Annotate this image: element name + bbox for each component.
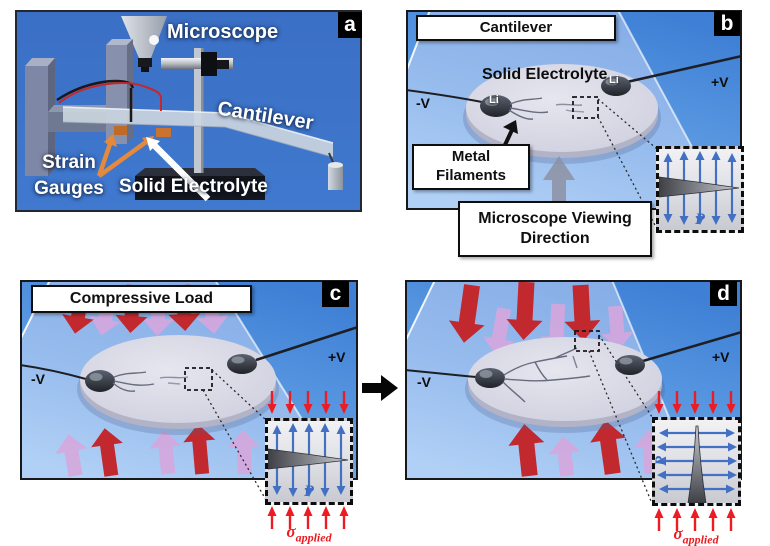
cantilever-title: Cantilever: [479, 18, 553, 36]
panel-c-tag: c: [322, 281, 349, 307]
sigma-subscript: applied: [682, 532, 719, 546]
negative-lead-wire: [405, 369, 477, 378]
li-electrode-right: [227, 354, 257, 374]
li-electrode-right: [615, 355, 645, 375]
polarization-inset-d: P: [652, 417, 741, 506]
negative-voltage-label: -V: [417, 374, 431, 390]
filament-needle: [658, 176, 740, 198]
applied-stress-arrows-top-d: [654, 391, 736, 414]
negative-voltage-label: -V: [31, 371, 45, 387]
applied-stress-arrows-bottom-d: [654, 508, 736, 531]
negative-voltage-label: -V: [416, 95, 430, 111]
applied-stress-arrows-bottom-c: [267, 506, 349, 529]
polarization-inset-c-art: [267, 423, 349, 497]
cantilever-title-box: Cantilever: [416, 15, 616, 41]
sigma-symbol: σ: [286, 522, 296, 541]
applied-stress-label-d: σapplied: [649, 524, 743, 546]
polarization-label-b: P: [695, 211, 705, 228]
applied-stress-label-c: σapplied: [262, 522, 356, 545]
panel-a: Microscope Cantilever Strain Gauges Soli…: [15, 10, 362, 212]
polarization-inset-c: P: [265, 418, 353, 505]
sigma-symbol: σ: [673, 524, 683, 543]
filament-needle: [687, 425, 707, 504]
negative-lead-wire: [20, 364, 87, 380]
polarization-inset-b-art: [658, 151, 740, 225]
polarization-label-c: P: [304, 483, 314, 500]
panel-d-tag: d: [710, 281, 737, 306]
metal-filaments-art: [502, 347, 591, 403]
li-electrode-left: [475, 368, 505, 388]
viewing-direction-arrow-icon: [543, 156, 575, 208]
viewing-direction-label: Microscope Viewing Direction: [478, 210, 632, 247]
compressive-load-title: Compressive Load: [69, 290, 214, 307]
polarization-inset-b: P: [656, 146, 744, 233]
positive-lead-wire: [255, 325, 358, 362]
metal-filaments-label: Metal Filaments: [435, 148, 507, 184]
solid-electrolyte-label: Solid Electrolyte: [119, 176, 268, 197]
microscope-stand: [161, 48, 233, 173]
positive-voltage-label: +V: [711, 74, 729, 90]
next-panel-arrow-icon: [362, 375, 398, 401]
compressive-load-title-box: Compressive Load: [31, 285, 252, 313]
li-electrode-left: [480, 95, 512, 117]
positive-lead-wire: [642, 330, 742, 363]
red-wire: [58, 82, 162, 111]
sigma-subscript: applied: [295, 530, 332, 545]
strain-gauges-label: Strain Gauges: [34, 152, 104, 199]
filament-needle: [267, 448, 349, 470]
microscope-label: Microscope: [167, 21, 279, 43]
hanging-weight: [328, 152, 343, 190]
panel-a-scene: [15, 10, 362, 212]
panel-a-tag: a: [338, 12, 362, 38]
polarization-inset-d-art: [657, 425, 737, 504]
metal-filaments-art: [508, 97, 585, 120]
viewing-direction-box: Microscope Viewing Direction: [458, 201, 652, 257]
solid-electrolyte-label-b: Solid Electrolyte: [482, 66, 608, 83]
positive-voltage-label: +V: [328, 349, 346, 365]
positive-voltage-label: +V: [712, 349, 730, 365]
microscope-body: [121, 16, 167, 72]
polarization-label-d: P: [652, 456, 670, 466]
panel-b: Cantilever Solid Electrolyte -V +V Li Li…: [406, 10, 742, 210]
li-label-left: Li: [489, 94, 499, 106]
metal-filaments-art: [112, 371, 189, 392]
magnified-region-box: [574, 330, 600, 352]
metal-filaments-box: Metal Filaments: [412, 144, 530, 190]
applied-stress-arrows-top-c: [267, 391, 349, 414]
positive-lead-wire: [617, 54, 742, 86]
li-electrode-left: [85, 370, 115, 392]
li-label-right: Li: [609, 74, 619, 86]
negative-lead-wire: [406, 89, 483, 103]
strain-gauge-pad: [156, 128, 171, 137]
strain-gauge-pad: [114, 126, 127, 135]
solid-electrolyte-arrow-icon: [146, 137, 211, 202]
panel-b-tag: b: [714, 11, 740, 36]
li-electrode-right: [601, 76, 631, 96]
